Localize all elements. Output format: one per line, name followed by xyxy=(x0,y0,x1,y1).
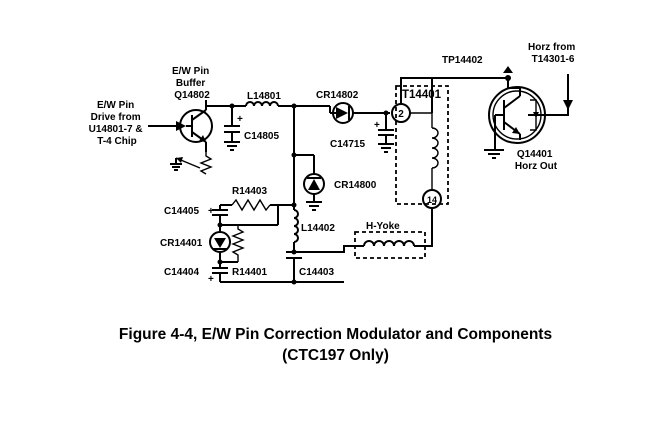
capacitor-c14404: + xyxy=(208,262,228,285)
label-l14402: L14402 xyxy=(301,223,335,234)
label-cr14800: CR14800 xyxy=(334,180,377,191)
transistor-q14401 xyxy=(488,86,569,144)
label-pin-14: 14 xyxy=(427,195,437,205)
figure-caption-subtitle: (CTC197 Only) xyxy=(282,347,389,364)
transformer-t14401 xyxy=(391,85,449,209)
svg-text:+: + xyxy=(374,120,380,131)
label-l14801: L14801 xyxy=(247,91,281,102)
emitter-resistor xyxy=(170,152,213,175)
diode-cr14802 xyxy=(330,102,354,124)
label-r14401: R14401 xyxy=(232,267,267,278)
inductor-l14402 xyxy=(293,209,299,243)
label-c14805: C14805 xyxy=(244,131,279,142)
label-c14403: C14403 xyxy=(299,267,334,278)
transistor-q14802 xyxy=(179,100,213,152)
svg-text:+: + xyxy=(208,274,214,285)
label-c14404: C14404 xyxy=(164,267,199,278)
inductor-l14801 xyxy=(245,101,279,107)
label-q14401: Q14401 Horz Out xyxy=(515,149,558,172)
label-c14715: C14715 xyxy=(330,139,365,150)
diode-cr14800 xyxy=(303,155,325,211)
diode-cr14401 xyxy=(209,225,231,262)
label-t14401: T14401 xyxy=(402,89,442,101)
label-buffer-q14802: E/W Pin Buffer Q14802 xyxy=(172,66,212,101)
figure-caption-title: Figure 4-4, E/W Pin Correction Modulator… xyxy=(118,326,553,343)
resistor-r14403 xyxy=(220,198,294,212)
capacitor-c14715: + xyxy=(374,110,394,153)
label-h-yoke: H-Yoke xyxy=(366,221,400,232)
label-tp14402: TP14402 xyxy=(442,55,483,66)
label-pin-2: 2 xyxy=(398,109,404,120)
svg-text:+: + xyxy=(208,206,214,217)
label-cr14802: CR14802 xyxy=(316,90,359,101)
resistor-r14401 xyxy=(220,224,245,263)
label-c14405: C14405 xyxy=(164,206,199,217)
capacitor-c14805: + xyxy=(224,103,243,151)
label-cr14401: CR14401 xyxy=(160,238,203,249)
label-horz-from: Horz from T14301-6 xyxy=(528,42,578,65)
capacitor-c14405: + xyxy=(208,206,228,217)
label-ew-pin-drive: E/W Pin Drive from U14801-7 & T-4 Chip xyxy=(89,100,146,147)
svg-text:+: + xyxy=(237,114,243,125)
label-r14403: R14403 xyxy=(232,186,267,197)
